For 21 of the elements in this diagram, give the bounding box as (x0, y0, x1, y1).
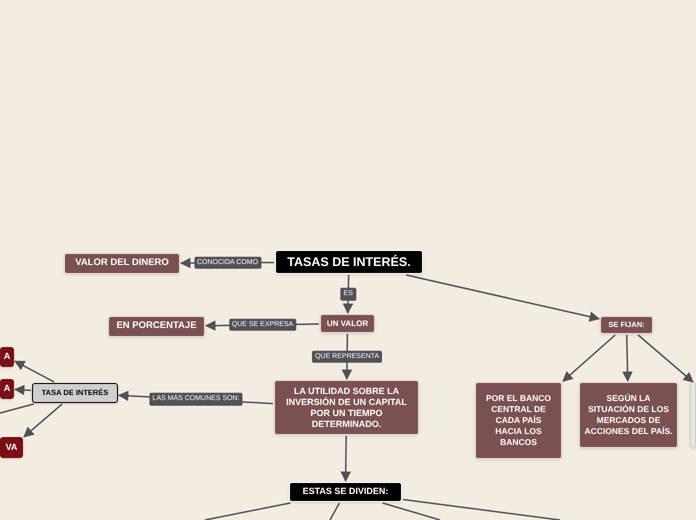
root-box: ESTAS SE DIVIDEN: (289, 482, 402, 502)
arrow (342, 274, 354, 314)
topic-box: VALOR DEL DINERO (64, 253, 180, 274)
topic-box: EN PORCENTAJE (108, 316, 205, 337)
arrow (14, 360, 55, 383)
topic-box: A (0, 379, 14, 399)
arrow (406, 274, 600, 322)
root-box: TASAS DE INTERÉS. (275, 250, 423, 274)
topic-box: UN VALOR (320, 314, 375, 333)
topic-box: VA (0, 437, 23, 458)
topic-box: SEGÚN LA SITUACIÓN DE LOS MERCADOS DE ACCIONES DEL PAÍS. (579, 382, 678, 448)
arrow (562, 334, 616, 382)
arrow (340, 436, 351, 482)
topic-box: POR EL BANCO CENTRAL DE CADA PAÍS HACIA LOS BANCOS (475, 382, 562, 459)
topic-box (690, 382, 696, 448)
topic-box: LA UTILIDAD SOBRE LA INVERSIÓN DE UN CAPITAL POR UN TIEMPO DETERMINADO. (274, 380, 419, 435)
topic-box: A (0, 347, 14, 367)
arrow (622, 334, 633, 382)
arrow (14, 384, 32, 396)
arrow (638, 334, 694, 383)
arrow (23, 403, 63, 438)
